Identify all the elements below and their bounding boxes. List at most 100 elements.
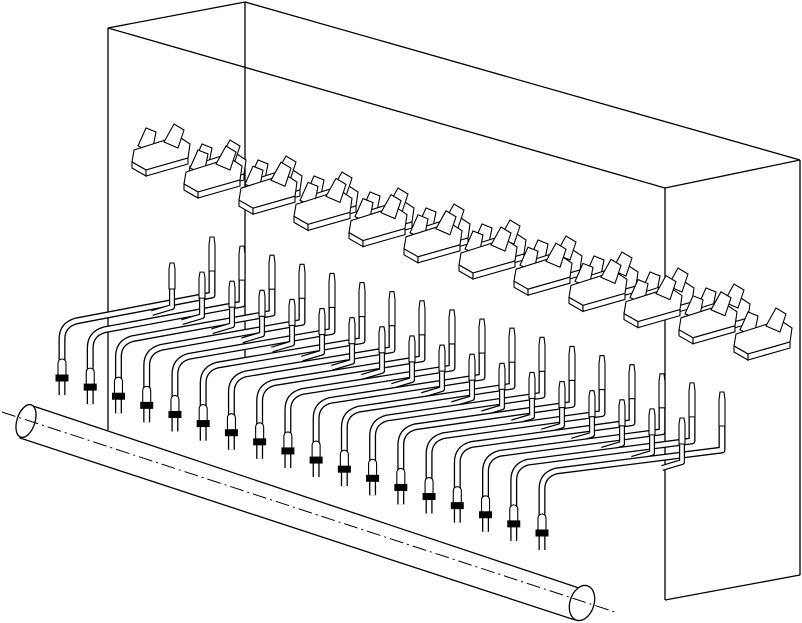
header-pipe — [1, 403, 616, 622]
branch-tube-inner — [181, 298, 204, 324]
pipe-assembly — [140, 263, 306, 423]
pipe-assembly — [479, 373, 666, 532]
sensor-band — [450, 502, 464, 510]
pipe-assembly — [224, 291, 396, 450]
nozzle — [318, 308, 326, 336]
vane-fin — [270, 161, 292, 187]
branch-tube-inner — [151, 289, 174, 315]
pipe-assembly — [111, 254, 276, 414]
nozzle — [258, 289, 266, 317]
pipe-tube-inner — [285, 343, 455, 468]
branch-tube-inner — [361, 352, 384, 379]
vane-front — [527, 276, 571, 296]
nozzle — [558, 380, 566, 409]
vane-fin — [215, 145, 237, 171]
branch-tube-inner — [631, 434, 654, 461]
pipe-assembly — [253, 300, 426, 459]
branch-tube-inner — [661, 444, 684, 470]
pipe-tube — [58, 271, 216, 395]
vane-fin — [545, 242, 567, 268]
vane-fin — [163, 123, 185, 149]
nozzle — [718, 391, 726, 427]
nozzle — [508, 327, 516, 363]
pipe-assembly — [337, 327, 516, 487]
header-end-right — [568, 584, 596, 622]
branch-tube-inner — [541, 407, 564, 434]
sensor-band — [140, 401, 154, 409]
pipe-tube-inner — [370, 371, 545, 496]
pipe-assembly — [196, 282, 366, 441]
branch-tube-inner — [451, 380, 474, 406]
nozzle — [328, 272, 336, 309]
branch-tube-inner — [571, 416, 594, 443]
sensor-band — [253, 438, 267, 446]
nozzle — [628, 364, 636, 400]
sensor-band — [337, 465, 351, 473]
vane — [348, 193, 408, 248]
branch-tube-inner — [271, 325, 294, 352]
pipe-assembly — [507, 382, 696, 541]
branch-tube-inner — [481, 389, 504, 416]
pipe-tube-inner — [342, 362, 515, 487]
box-edge — [107, 27, 666, 189]
sensor-band — [83, 383, 97, 391]
nozzle — [498, 362, 506, 390]
vane-fin — [490, 226, 512, 252]
sensor-band — [281, 447, 295, 455]
nozzle — [658, 373, 666, 409]
vane — [183, 145, 243, 199]
branch-tube-inner — [421, 371, 444, 397]
nozzle — [378, 326, 386, 354]
sensor-band — [168, 410, 182, 418]
nozzle — [598, 354, 606, 391]
vane-front — [197, 179, 241, 199]
header-end-left — [15, 403, 37, 439]
sensor-band — [55, 374, 69, 382]
nozzle — [418, 300, 426, 336]
vane-fin — [655, 274, 677, 301]
nozzle — [358, 282, 366, 318]
vane — [238, 161, 298, 216]
nozzle — [448, 309, 456, 345]
pipe-assembly — [281, 309, 456, 468]
nozzle — [568, 345, 576, 381]
vane — [131, 123, 191, 177]
vane-fin — [710, 291, 732, 317]
pipe-tube-inner — [426, 389, 605, 514]
box-edge — [664, 159, 801, 189]
pipe-tube-inner — [200, 316, 365, 441]
branch-tube-inner — [301, 334, 324, 361]
pipe-tube-inner — [483, 407, 665, 532]
vane-fin — [600, 258, 622, 285]
vane-front — [692, 325, 736, 345]
pipe-assembly — [535, 391, 726, 550]
box-edge — [107, 1, 246, 29]
sensor-band — [309, 456, 323, 464]
vane — [403, 210, 463, 264]
nozzle — [468, 353, 476, 381]
header-centerline — [1, 411, 616, 613]
sensor-band — [111, 392, 125, 400]
nozzle — [618, 399, 626, 427]
branch-tube-inner — [331, 343, 354, 370]
pipe-tube-inner — [229, 325, 395, 450]
sensor-band — [224, 429, 238, 437]
nozzle — [298, 263, 306, 299]
pipe-tube-inner — [455, 398, 635, 523]
vane-front — [145, 157, 189, 177]
pipe-tube-inner — [116, 289, 275, 414]
vane-array — [131, 123, 793, 361]
pipe-assembly — [83, 245, 246, 405]
sensor-band — [535, 529, 549, 537]
vane-front — [252, 195, 296, 215]
nozzle — [408, 335, 416, 363]
nozzle — [538, 336, 546, 372]
nozzle — [588, 390, 596, 418]
branch-tube-inner — [241, 316, 264, 343]
vane-front — [582, 292, 626, 313]
nozzle — [288, 298, 296, 327]
vane-fin — [435, 210, 457, 236]
vane — [458, 226, 518, 280]
